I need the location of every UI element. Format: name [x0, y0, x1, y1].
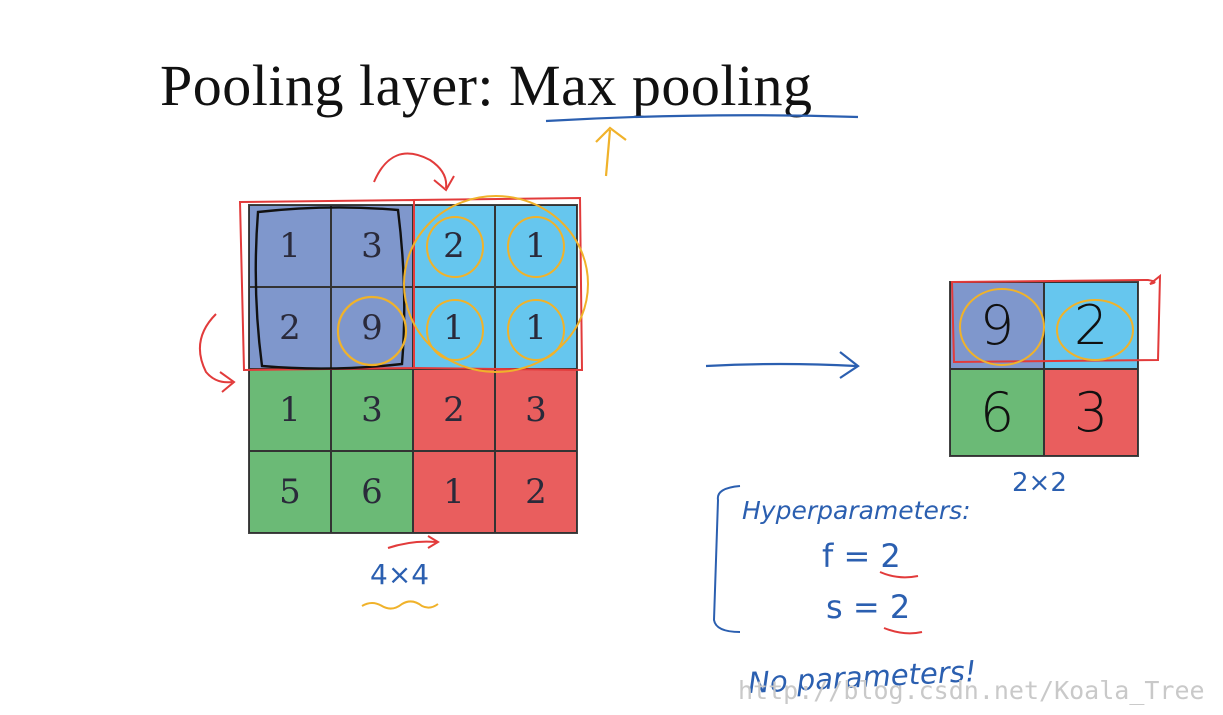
stride-param: s = 2	[826, 588, 911, 626]
input-cell-1-3: 1	[495, 287, 577, 369]
notes-bracket	[712, 485, 741, 633]
input-cell-2-1: 3	[331, 369, 413, 451]
input-cell-3-0: 5	[249, 451, 331, 533]
s-underline	[883, 627, 923, 635]
input-cell-1-2: 1	[413, 287, 495, 369]
watermark: http://blog.csdn.net/Koala_Tree	[738, 676, 1205, 705]
input-cell-3-3: 2	[495, 451, 577, 533]
title-emphasis: Max pooling	[509, 53, 813, 118]
input-cell-2-3: 3	[495, 369, 577, 451]
input-cell-3-2: 1	[413, 451, 495, 533]
input-size-label: 4×4	[370, 558, 430, 591]
input-cell-0-0: 1	[249, 205, 331, 287]
hyperparameters-label: Hyperparameters:	[742, 496, 971, 525]
input-cell-1-0: 2	[249, 287, 331, 369]
output-size-label: 2×2	[1012, 468, 1067, 498]
page-title: Pooling layer: Max pooling	[160, 52, 813, 119]
input-cell-2-2: 2	[413, 369, 495, 451]
filter-size-param: f = 2	[822, 537, 901, 575]
orange-up-arrow-icon	[595, 126, 627, 177]
input-cell-2-0: 1	[249, 369, 331, 451]
input-cell-0-1: 3	[331, 205, 413, 287]
output-cell-1-0: 6	[950, 369, 1044, 456]
stride-arrow-right-icon	[373, 152, 448, 189]
stride-arrow-down-icon	[199, 313, 233, 384]
output-cell-0-0: 9	[950, 282, 1044, 369]
input-cell-1-1: 9	[331, 287, 413, 369]
label-squiggle	[361, 600, 439, 610]
pooling-arrow-icon	[705, 362, 857, 368]
title-prefix: Pooling layer:	[160, 53, 510, 118]
output-cell-1-1: 3	[1044, 369, 1138, 456]
bottom-red-arrow-icon	[387, 540, 437, 549]
input-cell-0-2: 2	[413, 205, 495, 287]
output-cell-0-1: 2	[1044, 282, 1138, 369]
input-cell-0-3: 1	[495, 205, 577, 287]
input-cell-3-1: 6	[331, 451, 413, 533]
